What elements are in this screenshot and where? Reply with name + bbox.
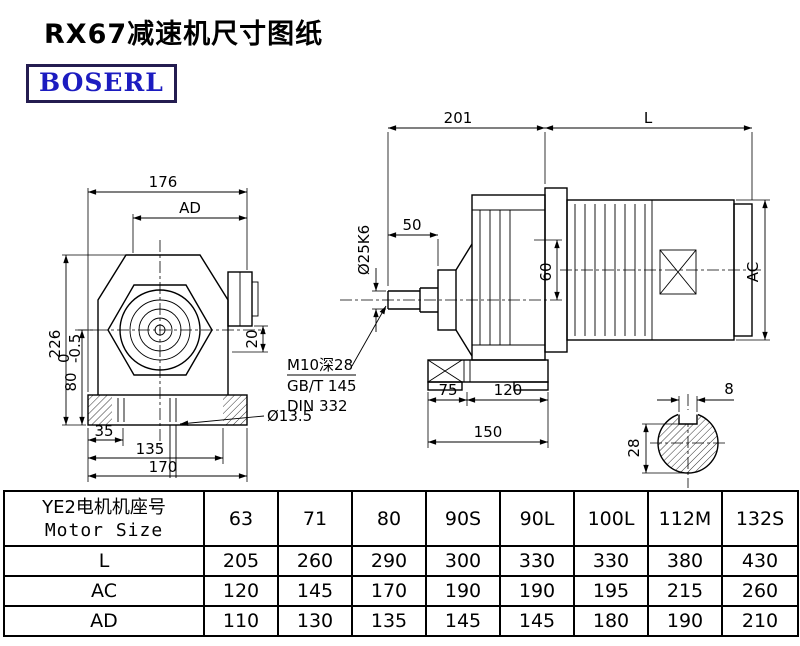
table-cell: 145 [425, 605, 501, 637]
table-cell: 130 [277, 605, 353, 637]
table-cell: 195 [573, 575, 649, 607]
column-header: 90S [425, 490, 501, 547]
technical-drawing: 176 AD 226 80 0 -0.5 20 35 135 170 [46, 109, 770, 488]
dim-ad-label: AD [179, 199, 201, 217]
side-view: 201 L 50 Ø25K6 60 AC M10深28 GB/T 145 DIN… [287, 109, 770, 448]
row-label: L [3, 545, 205, 577]
dim-120-label: 120 [494, 381, 523, 399]
table-cell: 180 [573, 605, 649, 637]
dim-motor-length-label: L [644, 109, 653, 127]
table-row-AC: AC 120 145 170 190 190 195 215 260 [3, 575, 799, 607]
front-view: 176 AD 226 80 0 -0.5 20 35 135 170 [46, 173, 312, 482]
table-cell: 170 [351, 575, 427, 607]
column-header: 80 [351, 490, 427, 547]
dim-28-label: 28 [625, 438, 643, 457]
table-cell: 205 [203, 545, 279, 577]
brand-logo-text: BOSERL [39, 68, 164, 97]
column-header: 132S [721, 490, 799, 547]
page-title: RX67减速机尺寸图纸 [44, 19, 324, 50]
column-header: 90L [499, 490, 575, 547]
row-label: AC [3, 575, 205, 607]
dim-60-label: 60 [537, 262, 555, 281]
dim-50-label: 50 [402, 216, 421, 234]
dim-80-tol-lower: -0.5 [66, 334, 84, 363]
tap-note-line3: DIN 332 [287, 397, 348, 415]
table-cell: 300 [425, 545, 501, 577]
table-cell: 145 [499, 605, 575, 637]
table-cell: 110 [203, 605, 279, 637]
dim-key-width-label: 8 [724, 380, 734, 398]
header-motor-size-en: Motor Size [44, 520, 164, 542]
table-cell: 190 [647, 605, 723, 637]
table-cell: 330 [499, 545, 575, 577]
dim-motor-dia-label: AC [744, 262, 762, 282]
column-header: 63 [203, 490, 279, 547]
table-cell: 210 [721, 605, 799, 637]
tap-note-line1: M10深28 [287, 356, 353, 374]
column-header: 71 [277, 490, 353, 547]
table-cell: 190 [425, 575, 501, 607]
table-cell: 190 [499, 575, 575, 607]
table-cell: 260 [277, 545, 353, 577]
dim-201-label: 201 [444, 109, 473, 127]
header-motor-size-cn: YE2电机机座号 [42, 497, 166, 519]
header-motor-size: YE2电机机座号 Motor Size [3, 490, 205, 547]
table-row-AD: AD 110 130 135 145 145 180 190 210 [3, 605, 799, 637]
table-cell: 145 [277, 575, 353, 607]
dim-80-tol-upper: 0 [55, 353, 73, 363]
table-cell: 290 [351, 545, 427, 577]
dim-35-label: 35 [94, 422, 113, 440]
dim-170-label: 170 [149, 458, 178, 476]
dim-226-label: 226 [46, 330, 64, 359]
dim-20-label: 20 [243, 329, 261, 348]
dim-hole-dia-label: Ø13.5 [267, 407, 312, 425]
brand-logo-box: BOSERL [26, 64, 177, 103]
table-header-row: YE2电机机座号 Motor Size 63 71 80 90S 90L 100… [3, 490, 799, 547]
table-row-L: L 205 260 290 300 330 330 380 430 [3, 545, 799, 577]
tap-note-line2: GB/T 145 [287, 377, 357, 395]
table-cell: 260 [721, 575, 799, 607]
table-cell: 215 [647, 575, 723, 607]
motor-size-table: YE2电机机座号 Motor Size 63 71 80 90S 90L 100… [3, 490, 799, 637]
dim-150-label: 150 [474, 423, 503, 441]
table-cell: 430 [721, 545, 799, 577]
dim-176-label: 176 [149, 173, 178, 191]
dim-80-label: 80 [62, 372, 80, 391]
dim-shaft-dia-label: Ø25K6 [355, 225, 373, 275]
column-header: 100L [573, 490, 649, 547]
table-cell: 330 [573, 545, 649, 577]
row-label: AD [3, 605, 205, 637]
table-cell: 380 [647, 545, 723, 577]
dim-75-label: 75 [438, 381, 457, 399]
dim-135-label: 135 [136, 440, 165, 458]
shaft-section-view: 8 28 [625, 380, 734, 488]
column-header: 112M [647, 490, 723, 547]
table-cell: 135 [351, 605, 427, 637]
table-cell: 120 [203, 575, 279, 607]
